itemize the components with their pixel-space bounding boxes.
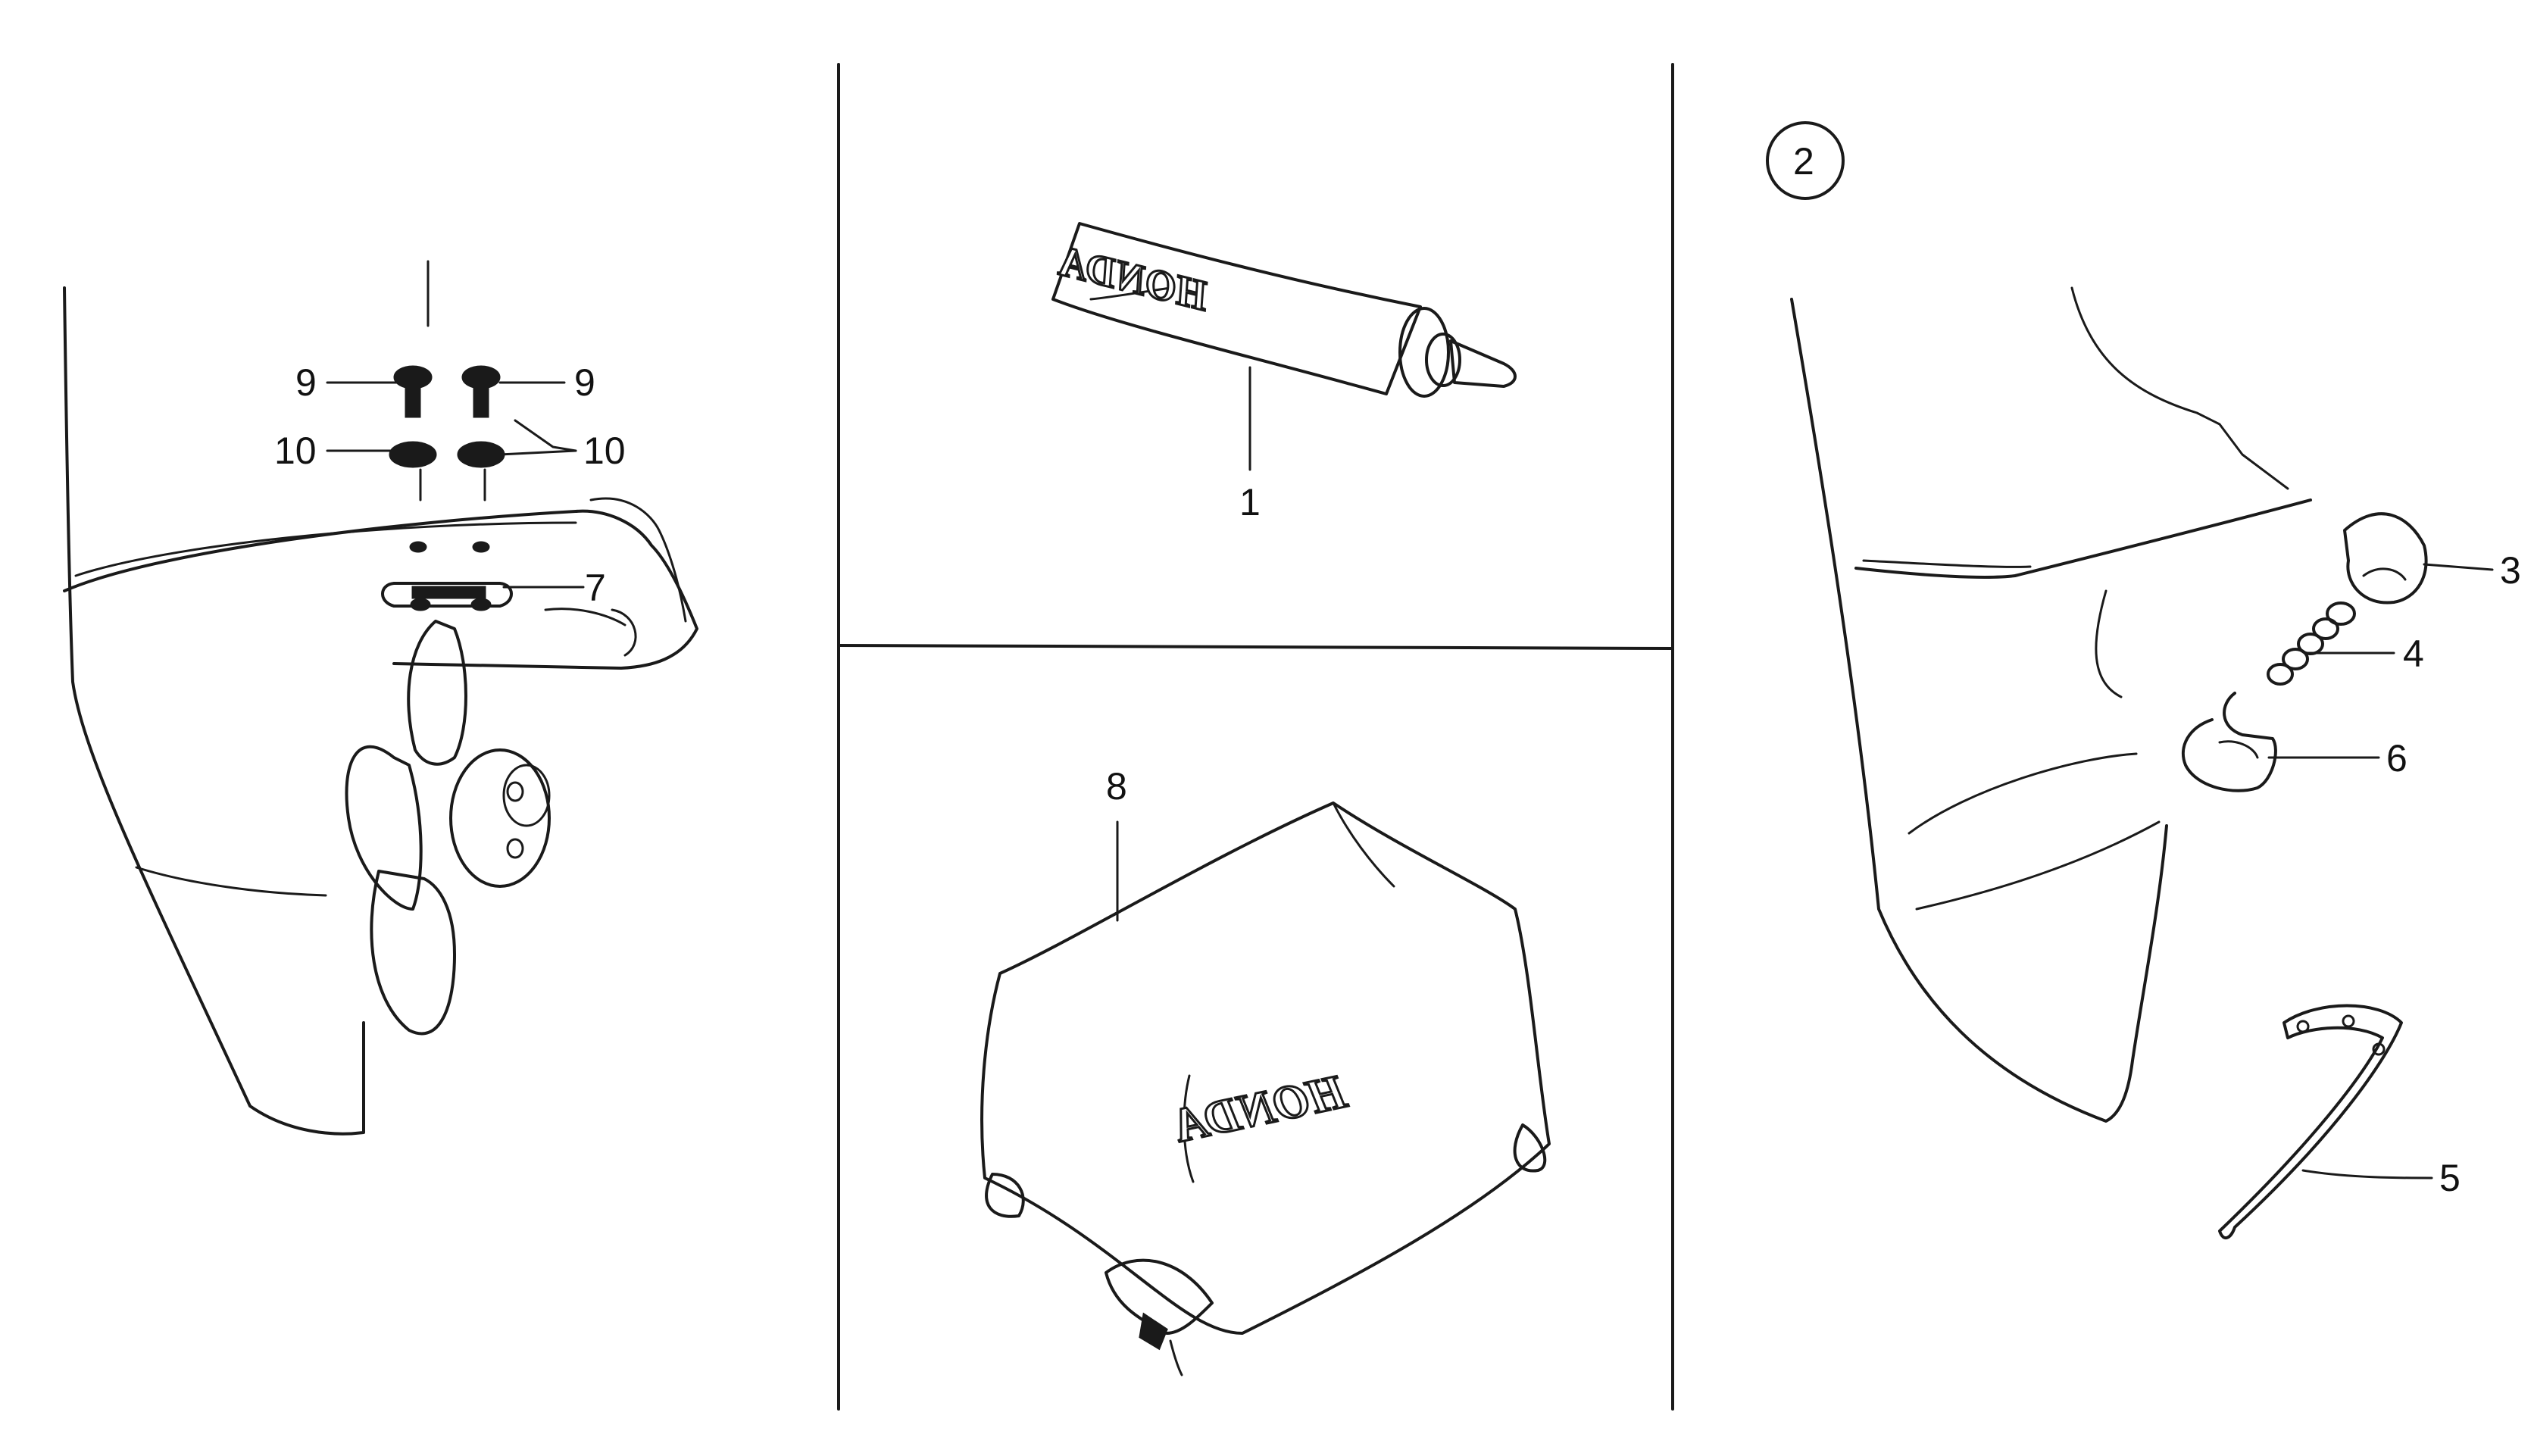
flush-hose-connector xyxy=(2267,601,2356,686)
cover-grommet-left xyxy=(985,1173,1025,1218)
anode-stud-left xyxy=(410,598,431,611)
anode-slot xyxy=(411,586,486,599)
upper-housing-line xyxy=(2070,286,2289,490)
anti-cavitation-plate-right xyxy=(1854,498,2312,579)
propeller-nut xyxy=(502,764,551,827)
flush-kit xyxy=(2181,512,2428,792)
divider-middle-horizontal xyxy=(837,644,1674,650)
propeller-hub xyxy=(449,748,551,888)
tube-cap-ring xyxy=(1425,333,1461,387)
bolt-right xyxy=(461,365,501,418)
connector-ring-1 xyxy=(2326,601,2356,626)
view-marker-circle xyxy=(1766,121,1845,200)
cover-brand-logo: HONDA xyxy=(1168,1064,1351,1153)
hose-clamp-detail xyxy=(2218,740,2259,759)
motor-cover: HONDA xyxy=(980,801,1551,1376)
bolt-shank-right xyxy=(473,381,489,418)
torpedo-lower xyxy=(1915,820,2161,911)
cover-grommet-right xyxy=(1513,1123,1547,1173)
callout-10-left: 10 xyxy=(274,430,317,472)
clamp-strap xyxy=(2218,1004,2403,1239)
gearcase-line xyxy=(2095,589,2123,698)
flush-cap-detail xyxy=(2362,567,2407,581)
left-panel: 9 9 10 10 7 xyxy=(63,260,698,1136)
hose-clamp xyxy=(2181,692,2277,792)
clamp-strap-outline xyxy=(2218,1004,2403,1239)
propeller-blade-top xyxy=(407,620,467,766)
tube-nozzle xyxy=(1449,339,1517,388)
propeller xyxy=(345,620,551,1036)
bolt-shank-left xyxy=(405,381,421,418)
skeg-line xyxy=(135,866,327,897)
leader-3 xyxy=(2423,563,2494,571)
callout-3: 3 xyxy=(2500,549,2521,592)
connector-ring-2 xyxy=(2312,617,2339,640)
callout-8: 8 xyxy=(1106,765,1127,808)
propeller-blade-left xyxy=(345,745,423,911)
plate-rear-edge xyxy=(589,497,687,623)
cover-fold xyxy=(1183,1074,1195,1183)
tube-body xyxy=(1051,222,1422,395)
callout-9-left: 9 xyxy=(295,361,317,404)
lower-unit-left xyxy=(63,260,698,1136)
anode-stud-right xyxy=(470,598,492,611)
tube-crease xyxy=(1089,286,1172,301)
cover-seam xyxy=(1332,801,1395,888)
propeller-blade-bottom xyxy=(370,870,456,1036)
flush-cap xyxy=(2343,512,2428,605)
lower-unit-right xyxy=(1790,286,2312,1123)
bolt-left xyxy=(393,365,433,418)
center-top-panel: HONDA 1 xyxy=(1051,222,1517,523)
callout-4: 4 xyxy=(2403,633,2424,675)
bolt-hole-left xyxy=(409,541,427,553)
cover-cord-end xyxy=(1169,1339,1183,1376)
strap-hole-3 xyxy=(2372,1042,2386,1056)
trim-tab-curve xyxy=(611,608,637,657)
cover-outline xyxy=(980,801,1551,1335)
anode-assembly xyxy=(381,365,513,611)
center-bottom-panel: HONDA 8 xyxy=(980,765,1551,1376)
callout-7: 7 xyxy=(585,567,606,609)
tube-shoulder xyxy=(1398,307,1450,398)
leader-5 xyxy=(2301,1169,2433,1179)
washer-right xyxy=(457,441,505,468)
strap-hole-2 xyxy=(2342,1014,2355,1028)
lower-unit-left-outline xyxy=(63,286,365,1136)
torpedo-upper xyxy=(1908,752,2138,835)
grease-tube: HONDA xyxy=(1051,222,1517,398)
leader-10-right-a xyxy=(514,419,577,452)
plate-edge-line xyxy=(74,521,577,577)
callout-5: 5 xyxy=(2439,1157,2461,1199)
callout-6: 6 xyxy=(2386,737,2407,780)
hub-hole-1 xyxy=(506,781,524,802)
callout-1: 1 xyxy=(1239,481,1261,523)
washer-left xyxy=(389,441,437,468)
connector-ring-5 xyxy=(2267,663,2294,686)
callout-2: 2 xyxy=(1793,140,1814,183)
leader-10-right-b xyxy=(498,449,577,456)
lower-unit-right-outline xyxy=(1790,298,2168,1123)
trim-tab-line xyxy=(544,608,626,626)
cover-cord-lock xyxy=(1139,1312,1168,1351)
cover-drawstring-pocket xyxy=(1105,1258,1214,1335)
connector-ring-4 xyxy=(2282,648,2309,670)
right-leaders xyxy=(2267,563,2494,1179)
anti-cavitation-plate xyxy=(63,509,698,670)
right-panel: 2 xyxy=(1766,121,2521,1239)
panel-dividers xyxy=(837,63,1674,1411)
strap-hole-1 xyxy=(2296,1020,2310,1033)
callout-10-right: 10 xyxy=(583,430,626,472)
plate-edge-right xyxy=(1862,559,2032,568)
hub-hole-2 xyxy=(506,838,524,859)
callout-9-right: 9 xyxy=(574,361,595,404)
left-leaders xyxy=(326,381,585,589)
bolt-hole-right xyxy=(472,541,490,553)
